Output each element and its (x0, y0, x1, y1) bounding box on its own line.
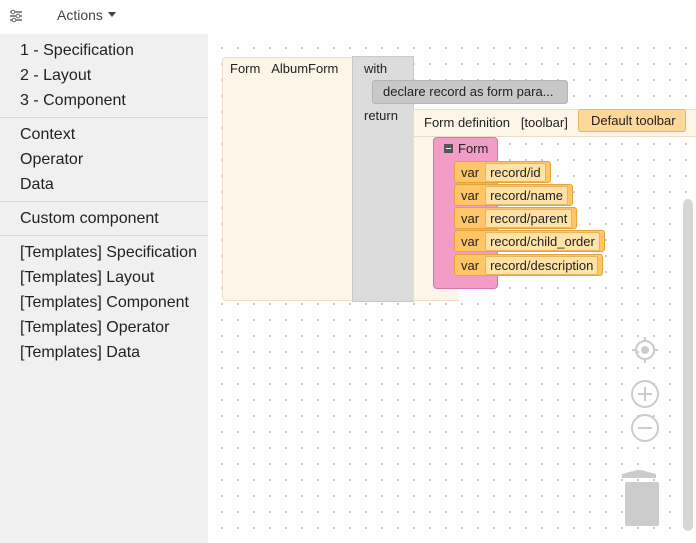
form-block-label: Form AlbumForm (230, 61, 339, 76)
category-component[interactable]: 3 - Component (20, 92, 126, 109)
var-name[interactable]: record/description (485, 256, 599, 275)
var-label: var (461, 258, 480, 273)
chevron-down-icon (107, 12, 116, 17)
var-block[interactable]: var record/name (454, 184, 574, 206)
settings-icon[interactable] (8, 8, 24, 24)
blocks-workspace[interactable]: Form AlbumForm with return declare recor… (208, 34, 696, 543)
var-block[interactable]: var record/child_order (454, 230, 605, 252)
default-toolbar-block[interactable]: Default toolbar (578, 109, 686, 132)
var-name[interactable]: record/id (485, 163, 546, 182)
category-group: 1 - Specification 2 - Layout 3 - Compone… (0, 34, 208, 118)
declare-record-block[interactable]: declare record as form para... (372, 80, 568, 104)
category-templates-component[interactable]: [Templates] Component (20, 294, 189, 311)
with-label: with (364, 61, 388, 76)
var-label: var (461, 234, 480, 249)
category-group: Context Operator Data (0, 118, 208, 202)
category-group: Custom component (0, 202, 208, 236)
category-group: [Templates] Specification [Templates] La… (0, 236, 208, 369)
var-label: var (461, 188, 480, 203)
form-definition-label: Form definition [toolbar] (424, 115, 568, 130)
var-label: var (461, 165, 480, 180)
category-data[interactable]: Data (20, 176, 54, 193)
var-block[interactable]: var record/parent (454, 207, 578, 229)
category-templates-specification[interactable]: [Templates] Specification (20, 244, 197, 261)
declare-record-label: declare record as form para... (383, 84, 554, 99)
default-toolbar-label: Default toolbar (591, 113, 676, 128)
var-block[interactable]: var record/description (454, 254, 604, 276)
var-name[interactable]: record/name (485, 186, 569, 205)
var-label: var (461, 211, 480, 226)
actions-menu[interactable]: Actions (57, 7, 116, 23)
top-bar: Actions (0, 0, 696, 34)
category-templates-layout[interactable]: [Templates] Layout (20, 269, 155, 286)
category-layout[interactable]: 2 - Layout (20, 67, 92, 84)
category-specification[interactable]: 1 - Specification (20, 42, 134, 59)
category-templates-operator[interactable]: [Templates] Operator (20, 319, 170, 336)
category-templates-data[interactable]: [Templates] Data (20, 344, 141, 361)
inner-form-label: Form (458, 141, 489, 156)
var-block[interactable]: var record/id (454, 161, 551, 183)
form-name-field[interactable]: AlbumForm (271, 61, 339, 76)
vertical-scrollbar[interactable] (683, 199, 693, 531)
var-name[interactable]: record/child_order (485, 232, 600, 251)
category-operator[interactable]: Operator (20, 151, 84, 168)
category-context[interactable]: Context (20, 126, 76, 143)
actions-label: Actions (57, 7, 103, 23)
recenter-icon[interactable] (632, 337, 658, 363)
category-custom-component[interactable]: Custom component (20, 210, 159, 227)
trash-icon[interactable] (617, 468, 661, 528)
collapse-icon[interactable] (444, 144, 453, 153)
return-label: return (364, 108, 398, 123)
toolbox-sidebar: 1 - Specification 2 - Layout 3 - Compone… (0, 34, 208, 543)
var-name[interactable]: record/parent (485, 209, 573, 228)
zoom-in-icon[interactable] (630, 379, 660, 409)
zoom-out-icon[interactable] (630, 413, 660, 443)
